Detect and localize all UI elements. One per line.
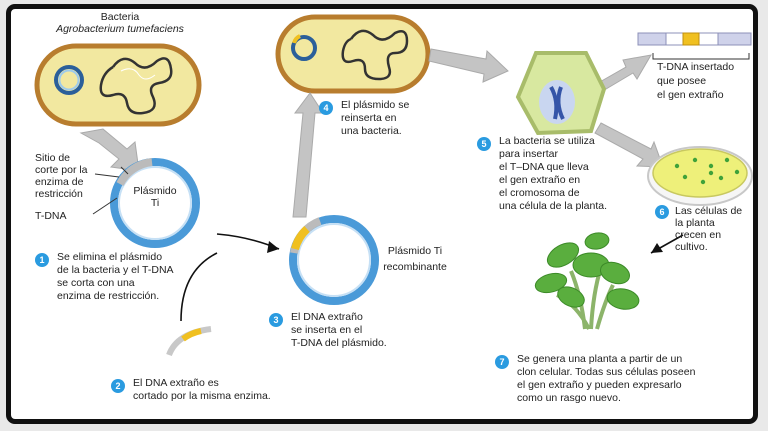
step-6-line3: crecen en <box>675 229 722 241</box>
cut-site-label-line1: Sitio de <box>35 152 71 164</box>
step-5-line4: el gen extraño en <box>499 174 581 186</box>
step-2-line2: cortado por la misma enzima. <box>133 390 271 402</box>
foreign-dna-fragment <box>166 326 212 357</box>
cut-site-label-line3: enzima de <box>35 176 84 188</box>
process-arrows <box>79 48 664 218</box>
plant-illustration <box>534 232 640 330</box>
step-5-line6: una célula de la planta. <box>499 200 607 212</box>
step-4-badge: 4 <box>319 101 333 115</box>
step-5-badge: 5 <box>477 137 491 151</box>
step-5-line5: el cromosoma de <box>499 187 580 199</box>
cut-site-label-line2: corte por la <box>35 164 88 176</box>
step-4-line3: una bacteria. <box>341 125 402 137</box>
step-7-line1: Se genera una planta a partir de un <box>517 353 683 365</box>
step-3-badge: 3 <box>269 313 283 327</box>
tdna-inserted-label-line1: T-DNA insertado <box>657 61 735 73</box>
step-5-line1: La bacteria se utiliza <box>499 135 595 147</box>
tdna-inserted-label-line3: el gen extraño <box>657 89 724 101</box>
step-2-line1: El DNA extraño es <box>133 377 219 389</box>
tdna-inserted-label-line2: que posee <box>657 75 707 87</box>
step-7-line3: el gen extraño y pueden expresarlo <box>517 379 682 391</box>
step-5-line2: para insertar <box>499 148 558 160</box>
plasmid-ti-recombinant <box>289 215 379 305</box>
step-5-line3: el T–DNA que lleva <box>499 161 589 173</box>
step-7-badge: 7 <box>495 355 509 369</box>
bacterial-chromosome <box>99 57 173 115</box>
step-7-line4: como un rasgo nuevo. <box>517 392 621 404</box>
step-1-line3: se corta con una <box>57 277 135 289</box>
plasmid-small <box>54 65 84 95</box>
diagram-frame: Bacteria Agrobacterium tumefaciens Sitio… <box>6 4 758 424</box>
tdna-label: T-DNA <box>35 210 67 222</box>
step-1-line1: Se elimina el plásmido <box>57 251 163 263</box>
step-3-line3: T-DNA del plásmido. <box>291 337 387 349</box>
step-3-line2: se inserta en el <box>291 324 363 336</box>
plasmid-ti-label-line2: Ti <box>150 197 160 209</box>
step-1-badge: 1 <box>35 253 49 267</box>
step-1-line4: enzima de restricción. <box>57 290 160 302</box>
step-6-badge: 6 <box>655 205 669 219</box>
step-6-line1: Las células de <box>675 205 743 217</box>
plant-cell <box>515 51 607 136</box>
plasmid-ti <box>92 158 200 248</box>
petri-dish <box>647 146 753 206</box>
step-3-line1: El DNA extraño <box>291 311 363 323</box>
step-4-line1: El plásmido se <box>341 99 410 111</box>
bacteria-species: Agrobacterium tumefaciens <box>56 23 184 35</box>
step-1-line2: de la bacteria y el T-DNA <box>57 264 174 276</box>
diagram-canvas <box>34 14 753 357</box>
recombinant-label-line1: Plásmido Ti <box>387 245 443 257</box>
cut-site-label-line4: restricción <box>35 188 83 200</box>
step-2-badge: 2 <box>111 379 125 393</box>
step-4-line2: reinserta en <box>341 112 397 124</box>
step-7-line2: clon celular. Todas sus células poseen <box>517 366 696 378</box>
step-6-line2: la planta <box>675 217 715 229</box>
tdna-inserted-strand <box>637 32 752 60</box>
step-6-line4: cultivo. <box>675 241 708 253</box>
bacterium-recombinant <box>275 14 431 94</box>
plasmid-ti-label-line1: Plásmido <box>133 185 177 197</box>
bacterium-original <box>34 43 202 127</box>
recombinant-label-line2: recombinante <box>383 261 447 273</box>
bacteria-title: Bacteria <box>100 11 140 23</box>
